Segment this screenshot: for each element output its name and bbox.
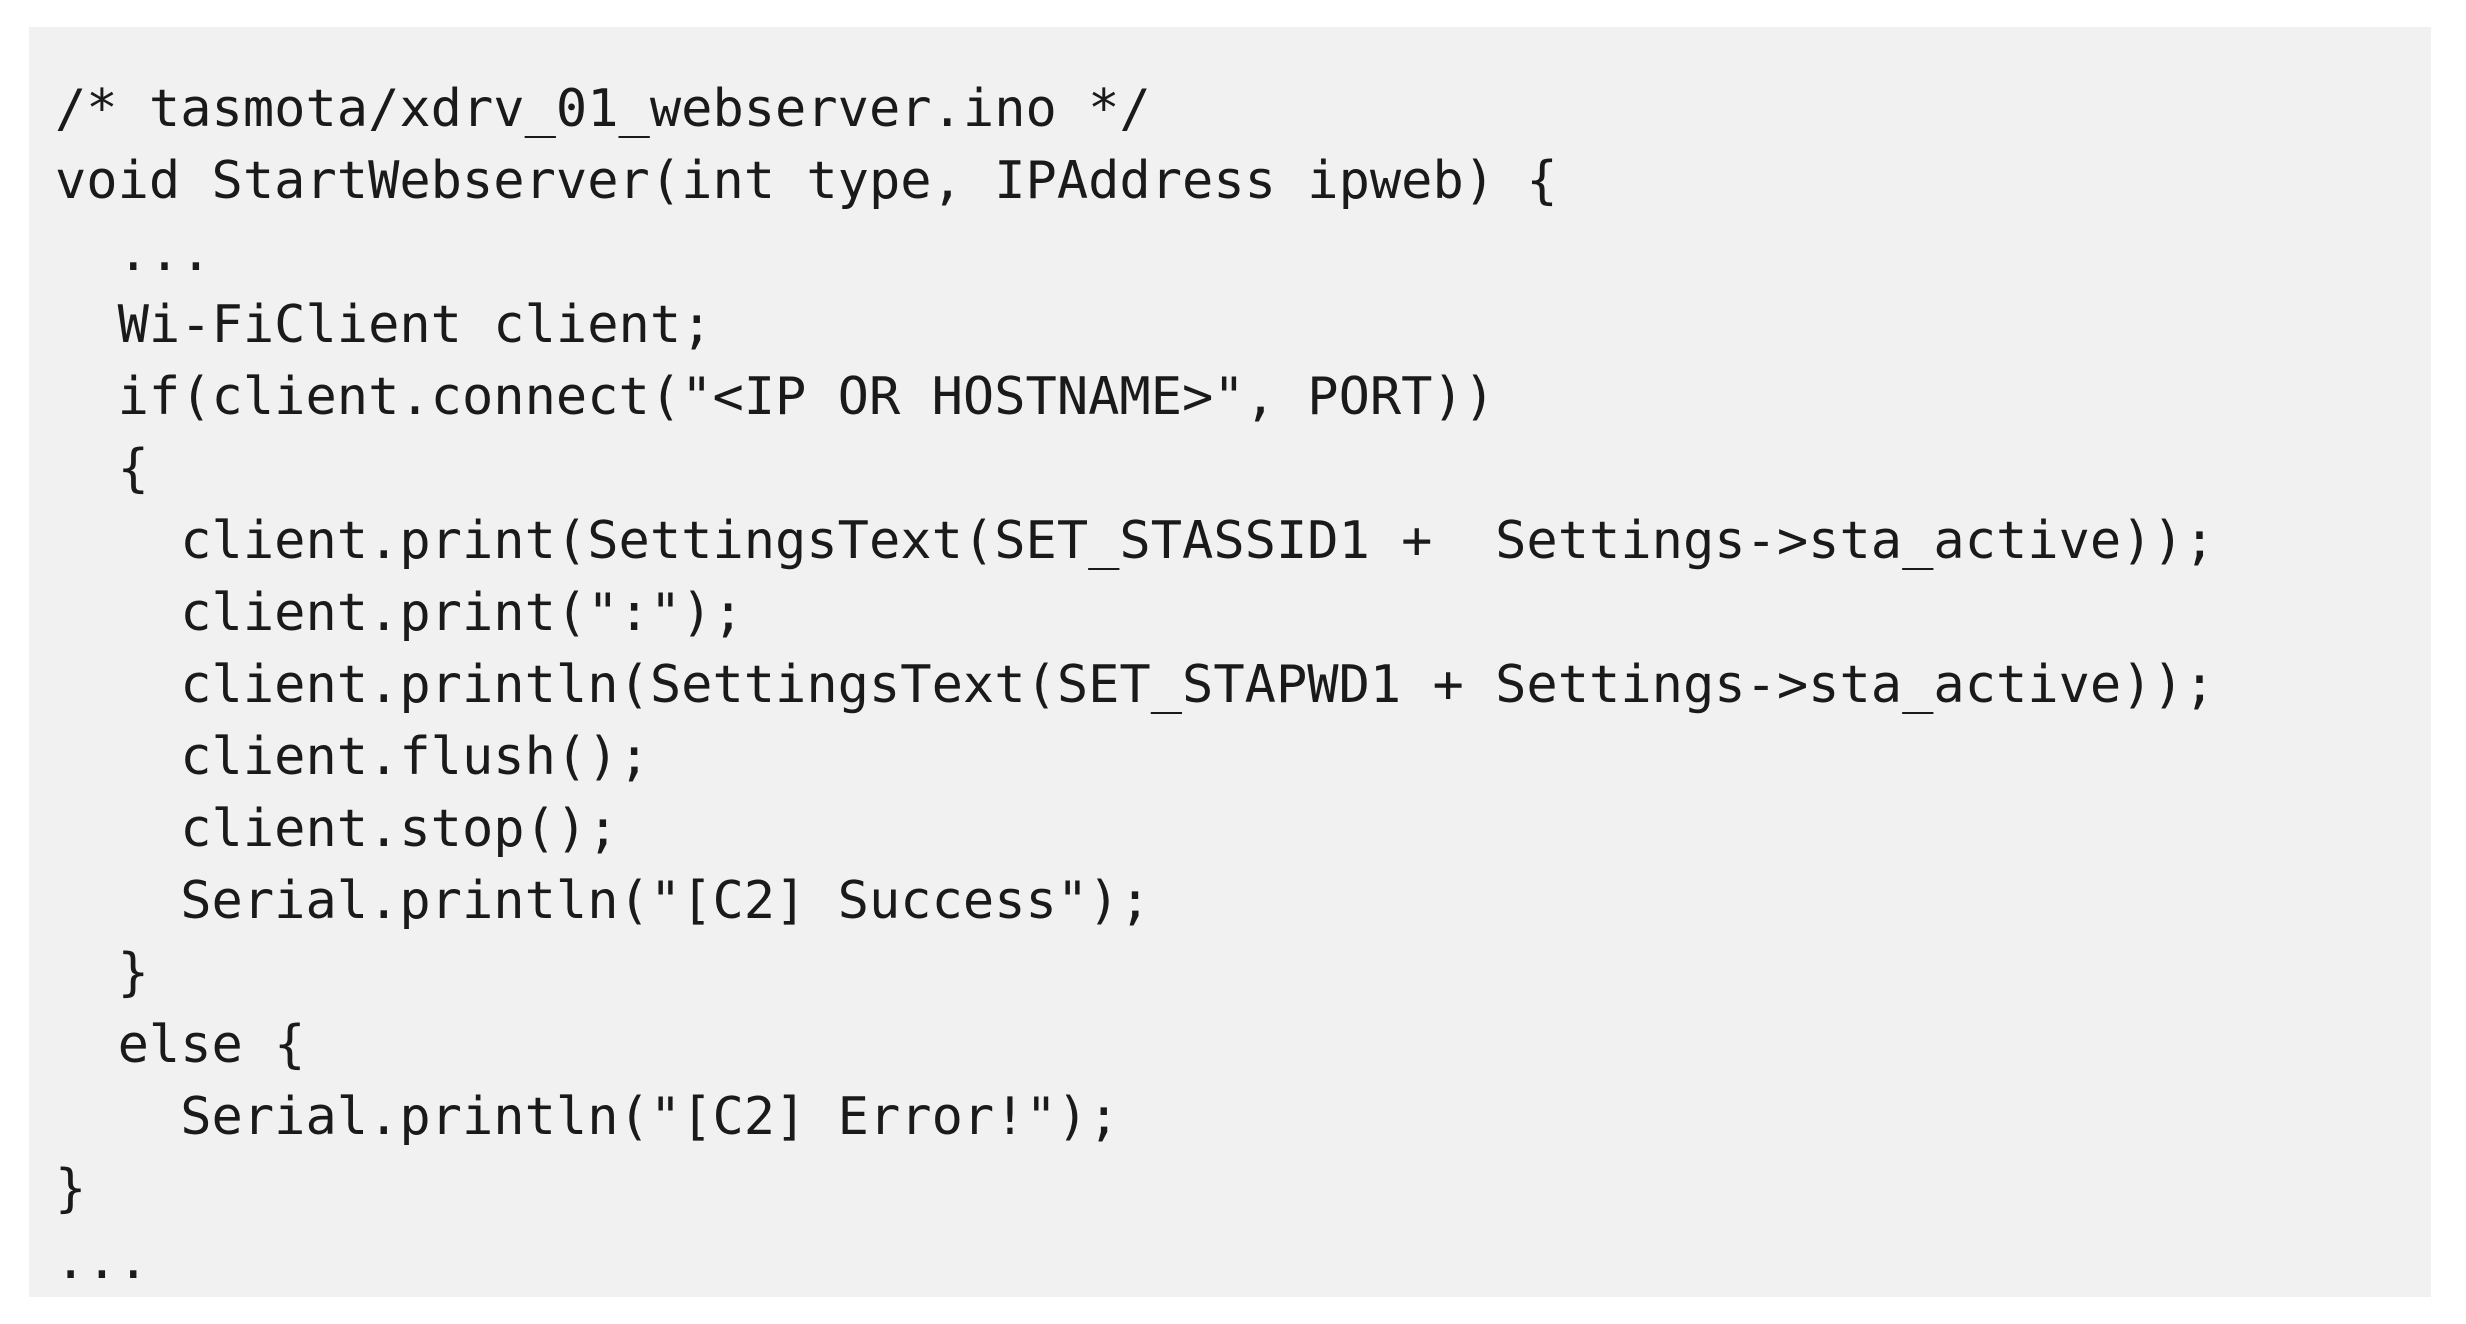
code-line: if(client.connect("<IP OR HOSTNAME>", PO… bbox=[55, 367, 1496, 427]
code-line: /* tasmota/xdrv_01_webserver.ino */ bbox=[55, 79, 1151, 139]
code-listing: /* tasmota/xdrv_01_webserver.ino */ void … bbox=[55, 73, 2431, 1297]
code-line: } bbox=[55, 943, 149, 1003]
code-line: { bbox=[55, 439, 149, 499]
code-line: Wi-FiClient client; bbox=[55, 295, 713, 355]
code-line: client.flush(); bbox=[55, 727, 650, 787]
code-line: ... bbox=[55, 1231, 149, 1291]
code-line: client.stop(); bbox=[55, 799, 619, 859]
code-block-panel: /* tasmota/xdrv_01_webserver.ino */ void … bbox=[29, 27, 2431, 1297]
code-line: else { bbox=[55, 1015, 306, 1075]
code-line: void StartWebserver(int type, IPAddress … bbox=[55, 151, 1558, 211]
code-line: } bbox=[55, 1159, 87, 1219]
code-line: client.print(":"); bbox=[55, 583, 744, 643]
code-line: Serial.println("[C2] Success"); bbox=[55, 871, 1151, 931]
code-line: client.print(SettingsText(SET_STASSID1 +… bbox=[55, 511, 2216, 571]
code-line: Serial.println("[C2] Error!"); bbox=[55, 1087, 1120, 1147]
code-line: ... bbox=[55, 223, 212, 283]
code-line: client.println(SettingsText(SET_STAPWD1 … bbox=[55, 655, 2216, 715]
